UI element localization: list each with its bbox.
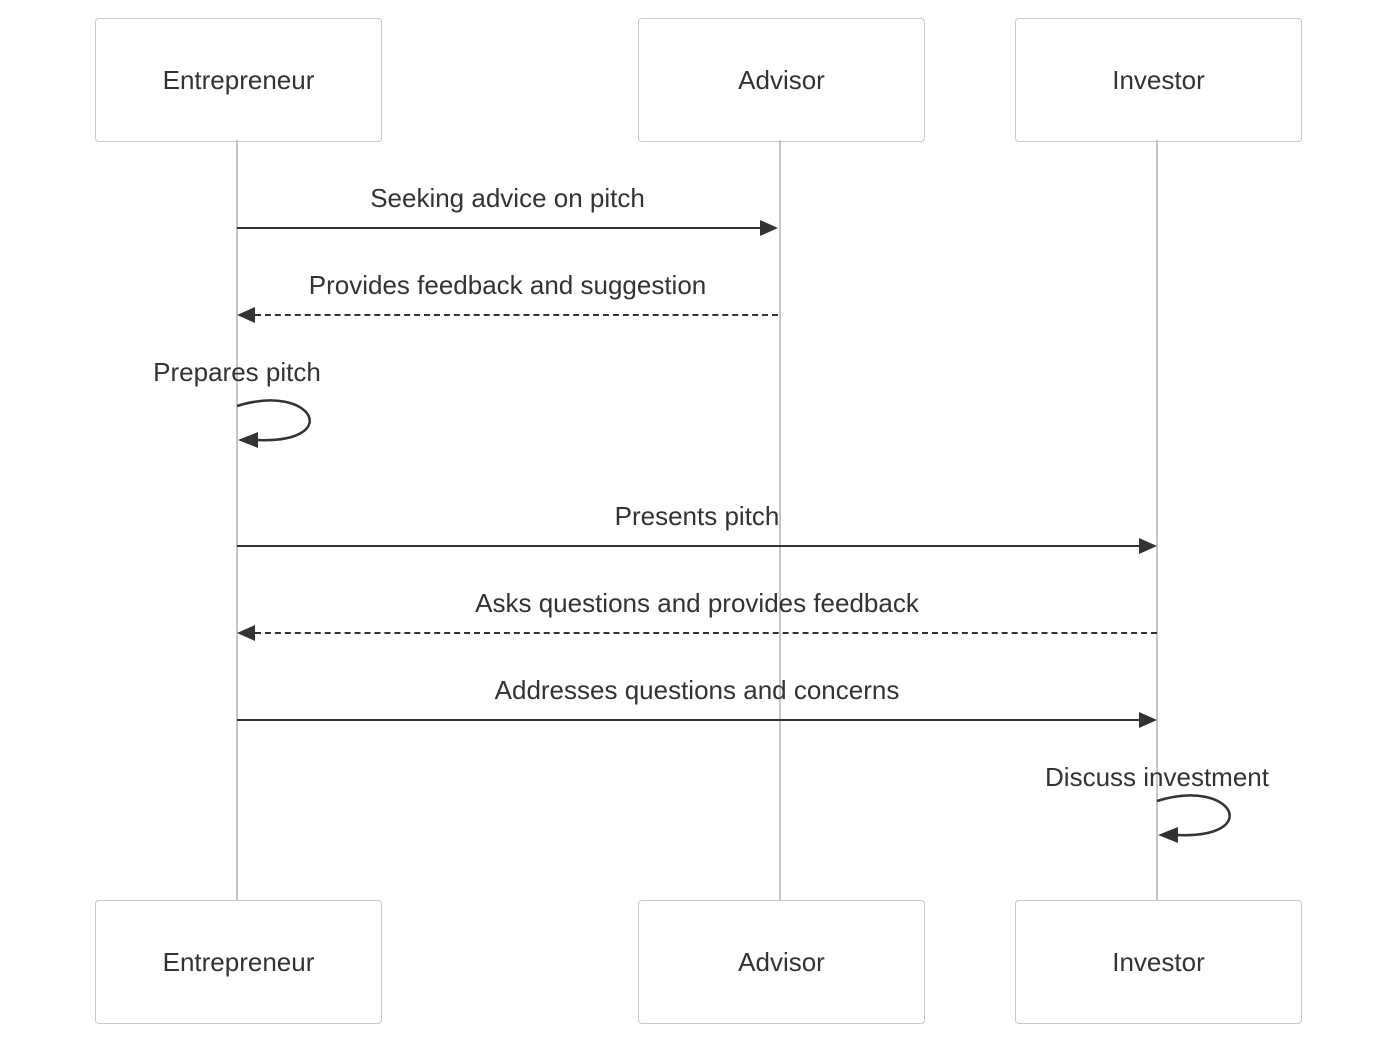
- actor-box-advisor-bottom: Advisor: [638, 900, 925, 1024]
- lifeline-investor: [1156, 140, 1158, 900]
- actor-box-investor-bottom: Investor: [1015, 900, 1302, 1024]
- actor-label-entrepreneur: Entrepreneur: [162, 64, 315, 95]
- arrowhead-right-icon: [1139, 712, 1157, 728]
- arrowhead-left-icon: [237, 307, 255, 323]
- message-label-provides-feedback: Provides feedback and suggestion: [308, 270, 707, 300]
- self-loop-arrow-investor: [1156, 794, 1231, 843]
- message-label-addresses-questions: Addresses questions and concerns: [494, 675, 900, 705]
- arrowhead-right-icon: [1139, 538, 1157, 554]
- actor-label-investor: Investor: [1112, 64, 1205, 95]
- actor-label-investor: Investor: [1112, 946, 1205, 977]
- message-label-prepares-pitch: Prepares pitch: [153, 357, 321, 387]
- actor-box-advisor-top: Advisor: [638, 18, 925, 142]
- message-arrow-addresses-questions: [237, 719, 1139, 721]
- arrowhead-right-icon: [760, 220, 778, 236]
- actor-box-entrepreneur-bottom: Entrepreneur: [95, 900, 382, 1024]
- actor-box-entrepreneur-top: Entrepreneur: [95, 18, 382, 142]
- actor-label-advisor: Advisor: [738, 946, 825, 977]
- message-label-asks-questions: Asks questions and provides feedback: [475, 588, 919, 618]
- message-label-discuss-investment: Discuss investment: [1045, 762, 1269, 792]
- actor-label-advisor: Advisor: [738, 64, 825, 95]
- lifeline-entrepreneur: [236, 140, 238, 900]
- message-arrow-provides-feedback: [255, 314, 778, 316]
- arrowhead-left-icon: [237, 625, 255, 641]
- message-arrow-asks-questions: [255, 632, 1157, 634]
- self-loop-arrow-entrepreneur: [236, 399, 311, 448]
- actor-box-investor-top: Investor: [1015, 18, 1302, 142]
- message-label-seeking-advice: Seeking advice on pitch: [370, 183, 645, 213]
- message-arrow-presents-pitch: [237, 545, 1139, 547]
- lifeline-advisor: [779, 140, 781, 900]
- message-arrow-seeking-advice: [237, 227, 761, 229]
- actor-label-entrepreneur: Entrepreneur: [162, 946, 315, 977]
- message-label-presents-pitch: Presents pitch: [614, 501, 780, 531]
